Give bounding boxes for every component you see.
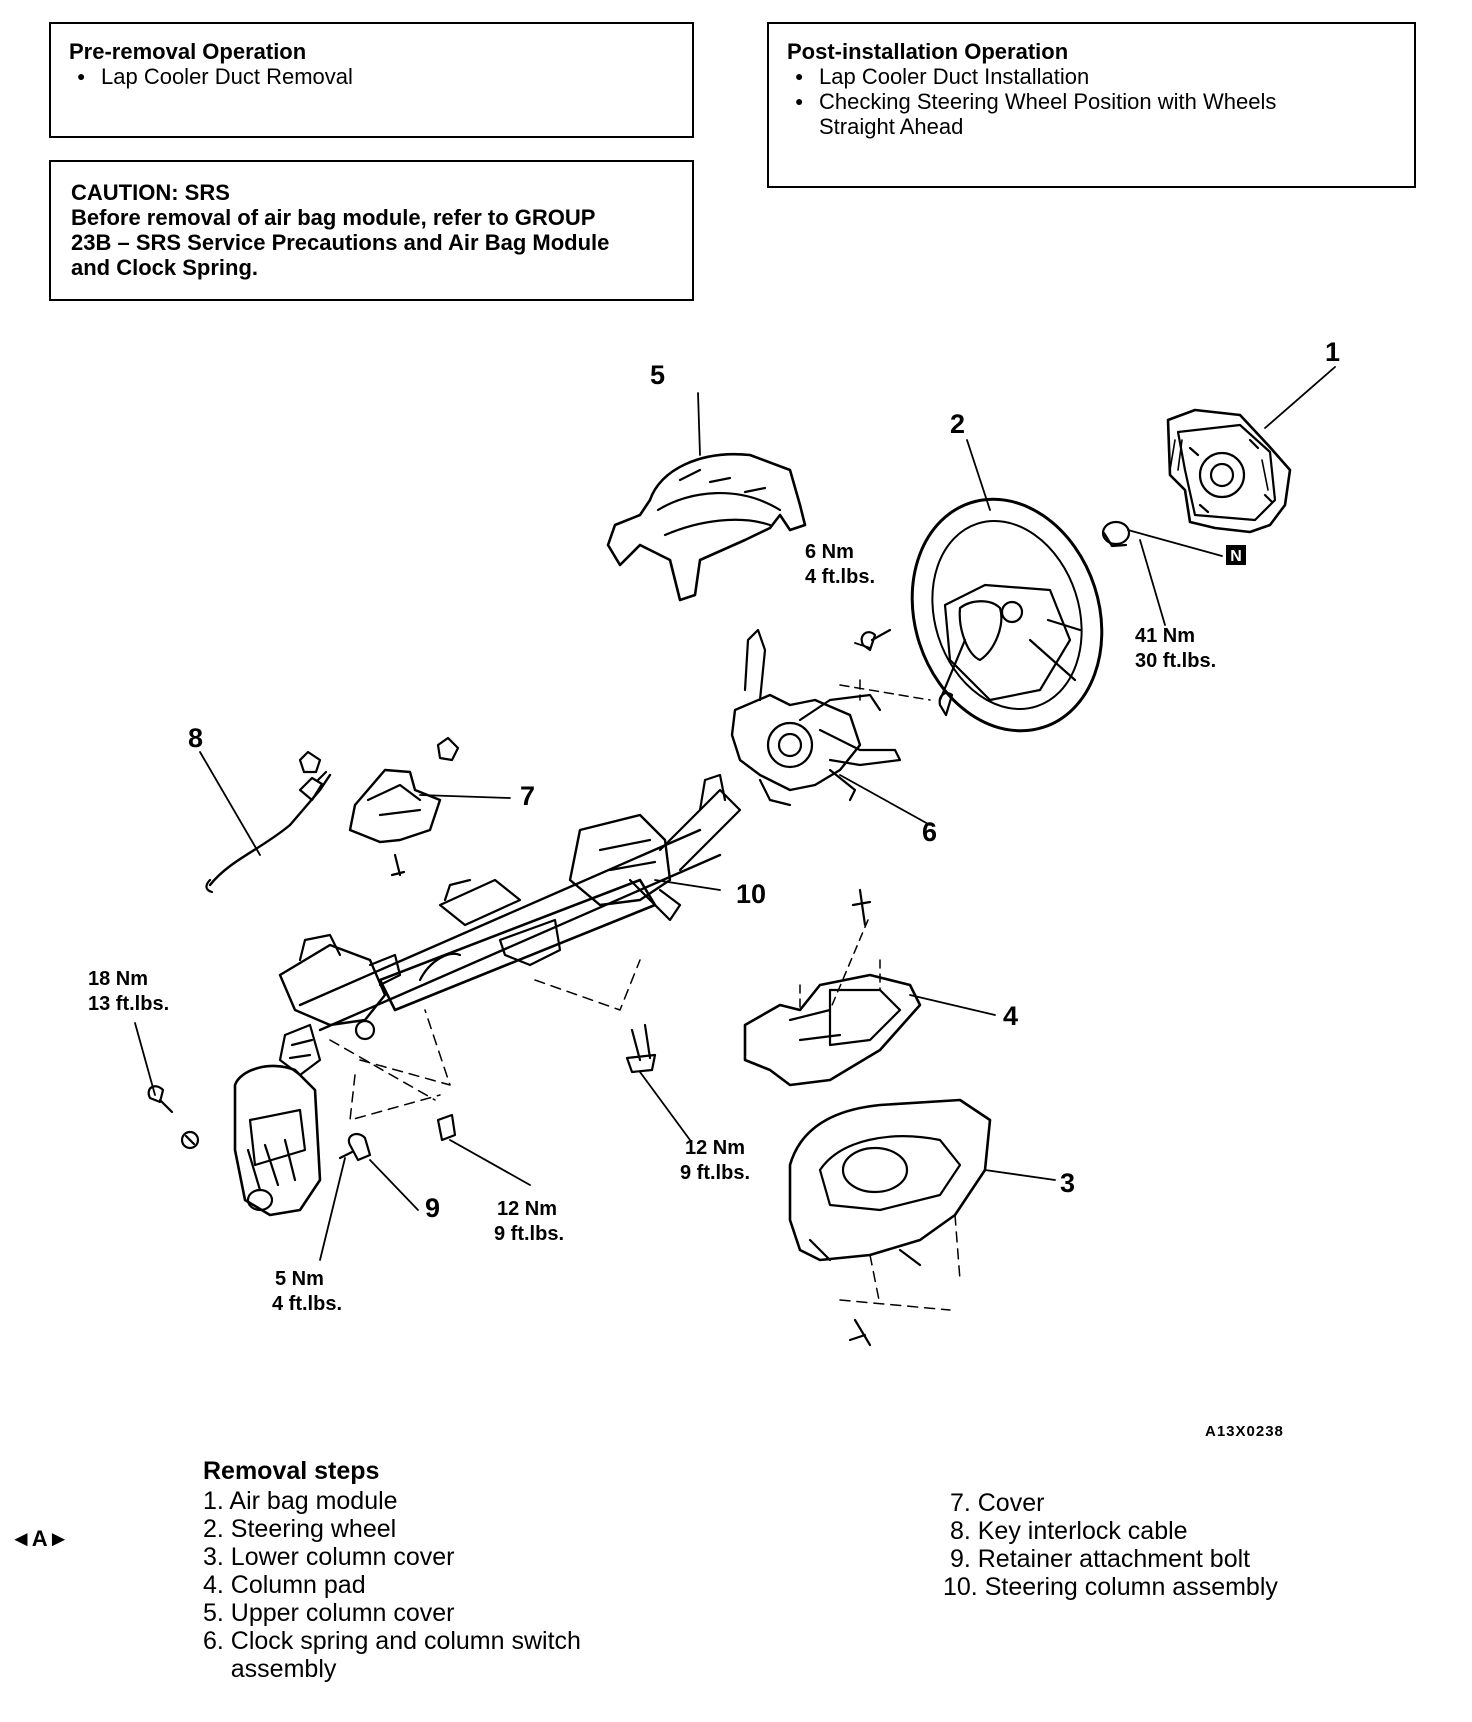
removal-step: 6. Clock spring and column switch	[203, 1627, 581, 1655]
torque-12nm-a-ftlbs: 9 ft.lbs.	[680, 1162, 750, 1184]
column-pad-part	[743, 888, 922, 1087]
steering-column-assembly-part	[233, 773, 742, 1217]
callout-6: 6	[922, 817, 937, 847]
wheel-nut-part	[1101, 520, 1131, 548]
callout-7: 7	[520, 781, 535, 811]
removal-step: 5. Upper column cover	[203, 1599, 455, 1627]
torque-12nm-b-ftlbs: 9 ft.lbs.	[494, 1223, 564, 1245]
key-interlock-cable-part	[205, 770, 332, 894]
callout-9: 9	[425, 1193, 440, 1223]
cover-part	[298, 736, 460, 877]
callout-4: 4	[1003, 1001, 1018, 1031]
removal-steps-title: Removal steps	[203, 1457, 380, 1485]
torque-12nm-b: 12 Nm	[497, 1198, 557, 1220]
caution-line: Before removal of air bag module, refer …	[71, 205, 596, 230]
pre-removal-title: Pre-removal Operation	[69, 39, 307, 64]
post-installation-item: Lap Cooler Duct Installation	[787, 64, 1396, 89]
wheel-bolt-part	[860, 628, 892, 652]
callout-2: 2	[950, 409, 965, 439]
pre-removal-item: Lap Cooler Duct Removal	[69, 64, 674, 89]
n-marker-box	[1226, 545, 1246, 565]
lower-column-cover-part	[788, 1098, 992, 1347]
torque-5nm-ftlbs: 4 ft.lbs.	[272, 1293, 342, 1315]
caution-box: CAUTION: SRS Before removal of air bag m…	[49, 160, 694, 301]
post-installation-item-cont: Straight Ahead	[819, 114, 964, 139]
removal-step: 10. Steering column assembly	[943, 1573, 1278, 1601]
caution-line: and Clock Spring.	[71, 255, 259, 280]
callout-1: 1	[1325, 337, 1340, 367]
air-bag-module-part	[1166, 408, 1292, 534]
clock-spring-column-switch-part	[730, 628, 954, 807]
torque-6nm-ftlbs: 4 ft.lbs.	[805, 566, 875, 588]
torque-18nm: 18 Nm	[88, 968, 148, 990]
caution-heading: CAUTION: SRS	[71, 180, 230, 205]
removal-steps-right: 7. Cover 8. Key interlock cable 9. Retai…	[943, 1489, 1278, 1601]
steering-wheel-part	[910, 497, 1104, 733]
removal-step: 2. Steering wheel	[203, 1515, 397, 1543]
torque-41nm: 41 Nm	[1135, 625, 1195, 647]
removal-step: 7. Cover	[943, 1489, 1045, 1517]
post-installation-box: Post-installation Operation Lap Cooler D…	[767, 22, 1416, 188]
removal-step: 1. Air bag module	[203, 1487, 398, 1515]
caution-line: 23B – SRS Service Precautions and Air Ba…	[71, 230, 610, 255]
n-marker: N	[1230, 548, 1242, 565]
column-bolt-parts	[147, 1023, 657, 1150]
removal-step: 9. Retainer attachment bolt	[943, 1545, 1251, 1573]
removal-steps-left: Removal steps 1. Air bag module 2. Steer…	[203, 1457, 581, 1683]
removal-step: 3. Lower column cover	[203, 1543, 455, 1571]
upper-column-cover-part	[606, 452, 807, 602]
callout-8: 8	[188, 723, 203, 753]
retainer-bolt-part	[338, 1132, 372, 1162]
leader-lines	[134, 366, 1336, 1261]
removal-step: 8. Key interlock cable	[943, 1517, 1188, 1545]
torque-5nm: 5 Nm	[275, 1268, 324, 1290]
torque-18nm-ftlbs: 13 ft.lbs.	[88, 993, 169, 1015]
callout-3: 3	[1060, 1168, 1075, 1198]
removal-step: assembly	[203, 1655, 337, 1683]
callout-10: 10	[736, 879, 766, 909]
torque-41nm-ftlbs: 30 ft.lbs.	[1135, 650, 1216, 672]
torque-12nm-a: 12 Nm	[685, 1137, 745, 1159]
pre-removal-box: Pre-removal Operation Lap Cooler Duct Re…	[49, 22, 694, 138]
post-installation-title: Post-installation Operation	[787, 39, 1069, 64]
figure-code: A13X0238	[1205, 1423, 1284, 1440]
post-installation-item: Checking Steering Wheel Position with Wh…	[787, 89, 1396, 114]
a-marker: ◄A►	[10, 1526, 70, 1551]
removal-step: 4. Column pad	[203, 1571, 366, 1599]
torque-6nm: 6 Nm	[805, 541, 854, 563]
callout-5: 5	[650, 360, 665, 390]
